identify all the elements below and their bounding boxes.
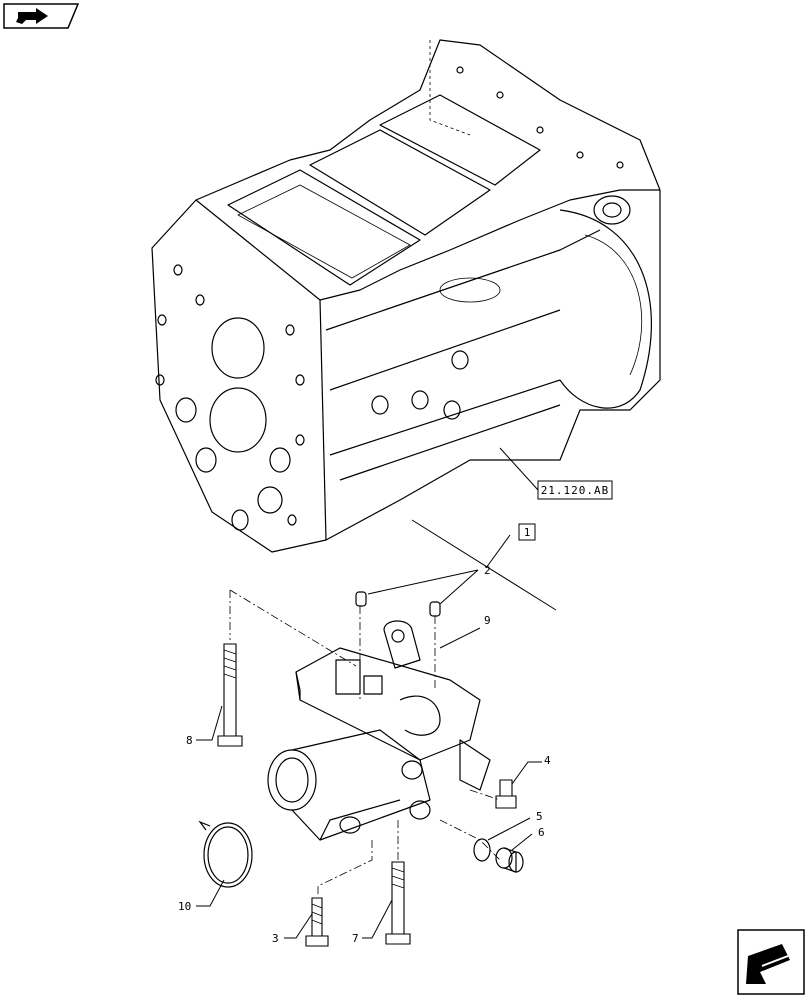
plug-6 [495, 847, 524, 873]
bolt-4 [495, 779, 517, 809]
reference-leader [499, 447, 613, 500]
transmission-housing [151, 39, 661, 553]
callout-2: 2 [484, 564, 491, 577]
callout-8: 8 [186, 734, 193, 747]
callout-3: 3 [272, 932, 279, 945]
callout-1: 1 [524, 526, 531, 539]
callout-4: 4 [544, 754, 551, 767]
valve-body [267, 591, 491, 841]
o-ring-5 [473, 838, 491, 862]
back-hand-arrow-icon[interactable] [3, 3, 80, 29]
callout-leaders [196, 569, 542, 939]
callout-6: 6 [538, 826, 545, 839]
callout-9: 9 [484, 614, 491, 627]
next-arrow-icon[interactable] [737, 929, 805, 995]
snap-ring-10 [198, 820, 253, 888]
callout-7: 7 [352, 932, 359, 945]
callout-10: 10 [178, 900, 191, 913]
assembly-centerlines [229, 589, 501, 896]
bolt-3 [305, 897, 329, 947]
bolt-7 [385, 861, 411, 945]
callout-1-box [411, 519, 557, 611]
bolt-8 [217, 643, 243, 747]
reference-label[interactable]: 21.120.AB [541, 484, 610, 497]
callout-5: 5 [536, 810, 543, 823]
